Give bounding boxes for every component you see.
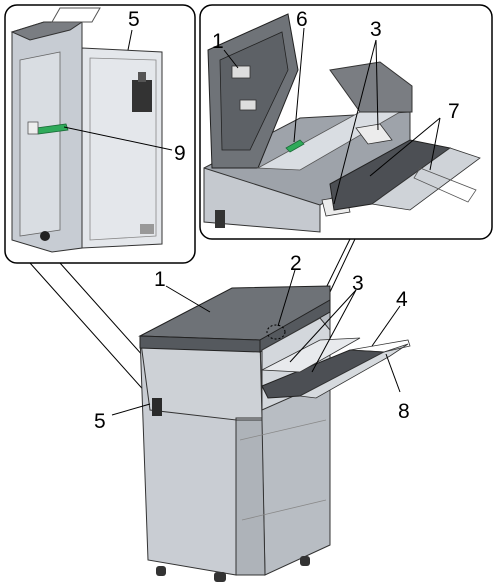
main-callout-cover: 1	[154, 268, 166, 291]
right-inset: 1 6 3 7	[199, 4, 493, 240]
main-callout-tray: 4	[396, 288, 408, 311]
right-inset-callout-cover: 1	[212, 30, 224, 53]
right-inset-callout-tool: 6	[296, 8, 308, 31]
main-callout-switch: 2	[290, 252, 302, 275]
main-callouts: 1 2 3 4 5 8	[94, 252, 410, 433]
inset-connectors	[29, 238, 356, 396]
main-callout-extension: 8	[398, 400, 410, 423]
right-inset-tool	[285, 139, 305, 153]
main-switch-marker	[266, 324, 286, 340]
left-inset-callout-tool: 9	[174, 142, 186, 165]
main-callout-guides: 3	[352, 272, 364, 295]
left-inset: 5 9	[4, 4, 196, 264]
main-callout-door: 5	[94, 410, 106, 433]
left-inset-callout-door: 5	[128, 8, 140, 31]
main-tray-extension	[298, 343, 409, 399]
main-door-handle	[152, 398, 162, 416]
right-inset-callout-trays: 7	[448, 100, 460, 123]
right-inset-callout-guides: 3	[370, 18, 382, 41]
left-inset-open-door	[81, 47, 163, 249]
main-machine	[138, 285, 411, 582]
